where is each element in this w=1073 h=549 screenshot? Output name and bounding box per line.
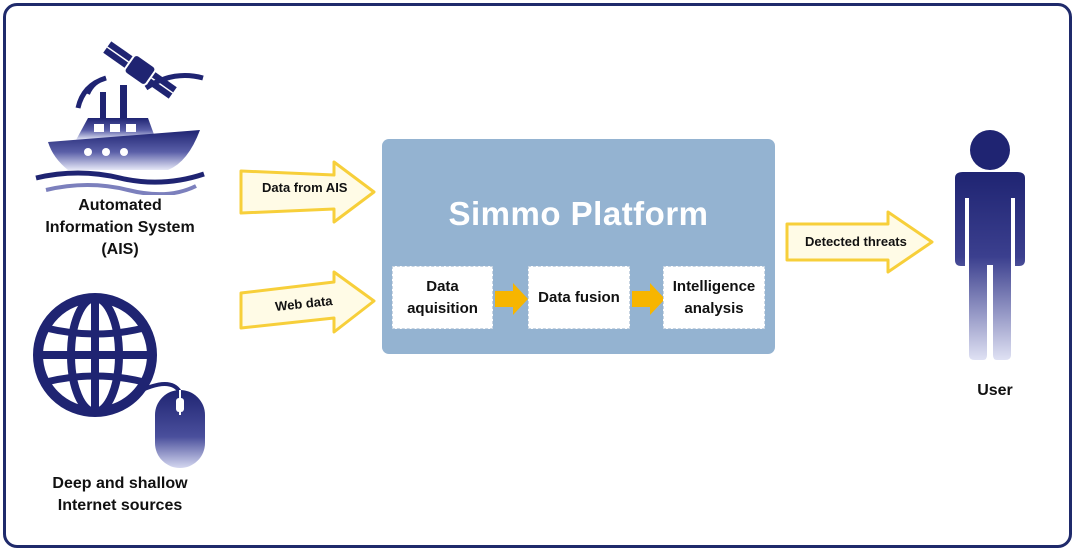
web-data-arrow (239, 270, 376, 334)
ais-data-arrow (239, 160, 376, 224)
ais-source-label: Automated Information System (AIS) (45, 197, 195, 258)
ais-data-label: Data from AIS (262, 180, 348, 195)
ship-satellite-icon (35, 41, 205, 195)
simmo-platform-box: Simmo Platform Data aquisition Data fusi… (382, 139, 775, 354)
step-intelligence-analysis: Intelligence analysis (663, 266, 765, 329)
globe-mouse-icon (33, 293, 205, 468)
user-label: User (977, 382, 1013, 399)
platform-title: Simmo Platform (448, 195, 709, 232)
step-arrow-1 (495, 283, 528, 315)
step-data-fusion: Data fusion (528, 266, 630, 329)
user-icon (955, 130, 1025, 360)
threats-arrow (785, 210, 934, 274)
threats-label: Detected threats (805, 234, 907, 249)
step-data-acquisition: Data aquisition (392, 266, 493, 329)
step-arrow-2 (632, 283, 665, 315)
internet-source-label: Deep and shallow Internet sources (52, 475, 188, 514)
